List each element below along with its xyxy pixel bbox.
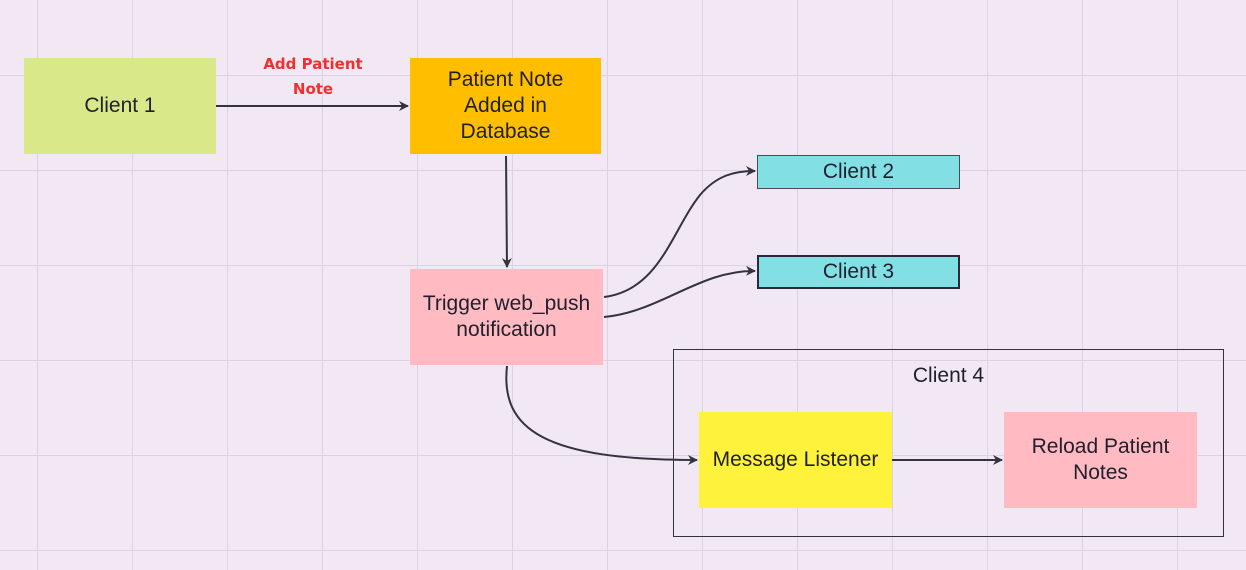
edge-label-add-patient-note: Add Patient Note xyxy=(263,55,363,98)
node-reload-patient-notes-label: Reload Patient Notes xyxy=(1031,435,1170,484)
node-client-1[interactable]: Client 1 xyxy=(24,58,216,154)
group-client-4[interactable]: Client 4 xyxy=(673,349,1224,537)
node-client-3-label: Client 3 xyxy=(822,260,895,283)
edge-trigger-to-client2 xyxy=(603,166,756,298)
node-patient-note-added-label: Patient Note Added in Database xyxy=(447,68,564,143)
node-trigger-web-push[interactable]: Trigger web_push notification xyxy=(410,269,603,365)
node-message-listener[interactable]: Message Listener xyxy=(699,412,892,508)
node-reload-patient-notes[interactable]: Reload Patient Notes xyxy=(1004,412,1197,508)
edge-trigger-to-listener xyxy=(505,365,698,465)
edge-patient-note-to-trigger xyxy=(501,155,512,268)
node-message-listener-label: Message Listener xyxy=(712,448,879,471)
node-patient-note-added[interactable]: Patient Note Added in Database xyxy=(410,58,601,154)
node-client-2-label: Client 2 xyxy=(822,160,895,183)
group-client-4-label: Client 4 xyxy=(912,364,985,387)
node-trigger-web-push-label: Trigger web_push notification xyxy=(422,292,591,341)
edge-trigger-to-client3 xyxy=(603,265,756,318)
node-client-1-label: Client 1 xyxy=(84,94,156,117)
node-client-2[interactable]: Client 2 xyxy=(757,155,960,189)
node-client-3[interactable]: Client 3 xyxy=(757,255,960,289)
